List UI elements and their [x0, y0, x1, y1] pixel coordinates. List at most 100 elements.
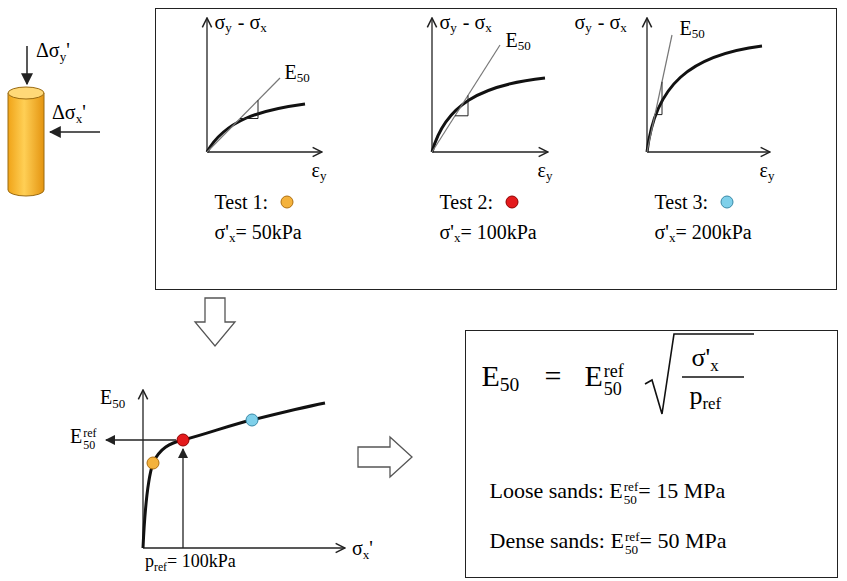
math-text: σ': [655, 221, 669, 243]
subscript: y: [450, 20, 457, 35]
reference-stiffness-arrow: [106, 439, 176, 440]
formula-numerator: σ'x: [692, 342, 719, 376]
math-text: - σ: [238, 11, 260, 33]
x-axis: [143, 547, 345, 548]
subscript: x: [260, 20, 267, 35]
math-text: σ: [215, 11, 226, 33]
stiffness-curve: [143, 403, 325, 548]
test-panel: σy- σxE50εyTest 1:σ'x= 50kPaσy- σxE50εyT…: [155, 8, 837, 290]
confining-pressure: σ'x= 50kPa: [215, 220, 302, 246]
index-stack: ref50: [83, 427, 96, 451]
math-index: 50: [624, 493, 639, 506]
axis-label: εy: [760, 158, 775, 184]
slope-triangle: [655, 82, 662, 115]
square-root-sign: [645, 334, 754, 414]
formula-sign: =: [545, 358, 562, 394]
subscript: 50: [518, 38, 531, 53]
tangent-line: [647, 35, 672, 152]
subscript: y: [60, 49, 67, 64]
axis-label: E50: [100, 385, 125, 411]
math-text: Dense sands: E: [490, 528, 624, 553]
math-text: E: [100, 386, 112, 408]
axis-label: εy: [312, 158, 327, 184]
math-text: Test 3:: [655, 191, 709, 213]
test-dot: [721, 196, 733, 208]
subscript: x: [76, 111, 83, 126]
y-axis: [206, 18, 207, 152]
test-dot: [506, 196, 518, 208]
tangent-line: [207, 78, 280, 152]
math-text: σ': [692, 343, 711, 372]
subscript: 50: [112, 396, 125, 411]
slope-triangle: [240, 100, 258, 118]
math-text: E: [285, 61, 297, 83]
subscript: x: [363, 547, 370, 562]
test-name: Test 3:: [655, 190, 709, 214]
math-text: σ': [215, 221, 229, 243]
fraction-bar: [682, 376, 744, 378]
lateral-load-arrow: [50, 131, 100, 133]
math-text: σ: [440, 11, 451, 33]
axis-label: εy: [538, 158, 553, 184]
y-axis: [646, 18, 647, 152]
math-text: ε: [538, 159, 546, 181]
slope-label: E50: [285, 60, 310, 86]
stress-strain-curve: [432, 78, 545, 152]
formula-term: Eref50: [585, 358, 624, 398]
x-axis: [432, 151, 548, 152]
math-text: - σ: [598, 11, 620, 33]
axis-label: σy- σx: [215, 10, 267, 36]
slope-label: E50: [680, 16, 705, 42]
subscript: 50: [500, 374, 520, 395]
reference-pressure-arrow: [182, 449, 183, 548]
math-text: σ: [575, 11, 586, 33]
math-index: ref: [624, 480, 639, 493]
y-axis: [431, 18, 432, 152]
test-name: Test 1:: [215, 190, 269, 214]
load-label: Δσx': [52, 100, 86, 126]
math-text: E: [70, 425, 82, 447]
math-text: E: [482, 359, 500, 392]
vertical-load-arrow: [26, 46, 28, 84]
tangent-line: [432, 45, 500, 152]
axis-label: σx': [352, 536, 373, 562]
test-name: Test 2:: [440, 190, 494, 214]
math-text: =: [545, 359, 562, 392]
reference-stiffness: Eref50: [70, 424, 97, 451]
x-axis: [647, 151, 770, 152]
stress-strain-curve: [647, 46, 762, 152]
index-stack: ref50: [604, 362, 624, 398]
math-text: σ: [352, 537, 363, 559]
math-text: Loose sands: E: [490, 478, 623, 503]
subscript: x: [229, 230, 236, 245]
slope-triangle: [455, 95, 468, 115]
math-text: ': [82, 101, 86, 123]
stress-strain-curve: [207, 104, 305, 152]
math-index: 50: [604, 380, 624, 398]
subscript: x: [485, 20, 492, 35]
subscript: ref: [703, 394, 722, 413]
math-text: σ': [440, 221, 454, 243]
math-text: p: [690, 381, 703, 410]
math-text: Δσ: [52, 101, 76, 123]
math-text: E: [506, 29, 518, 51]
math-text: E: [585, 359, 603, 392]
confining-pressure: σ'x= 100kPa: [440, 220, 537, 246]
math-text: = 50kPa: [235, 221, 301, 243]
math-index: 50: [83, 439, 96, 451]
flow-arrow: [358, 437, 412, 477]
formula-denominator: pref: [690, 380, 722, 414]
math-text: - σ: [463, 11, 485, 33]
math-index: ref: [604, 362, 624, 380]
math-text: Δσ: [36, 39, 60, 61]
math-text: Test 2:: [440, 191, 494, 213]
subscript: y: [320, 168, 327, 183]
math-text: p: [145, 551, 154, 571]
math-index: ref: [83, 427, 96, 439]
subscript: 50: [297, 70, 310, 85]
index-stack: ref50: [624, 480, 639, 506]
subscript: x: [669, 230, 676, 245]
math-text: = 50 MPa: [640, 528, 727, 553]
math-index: ref: [625, 530, 640, 543]
